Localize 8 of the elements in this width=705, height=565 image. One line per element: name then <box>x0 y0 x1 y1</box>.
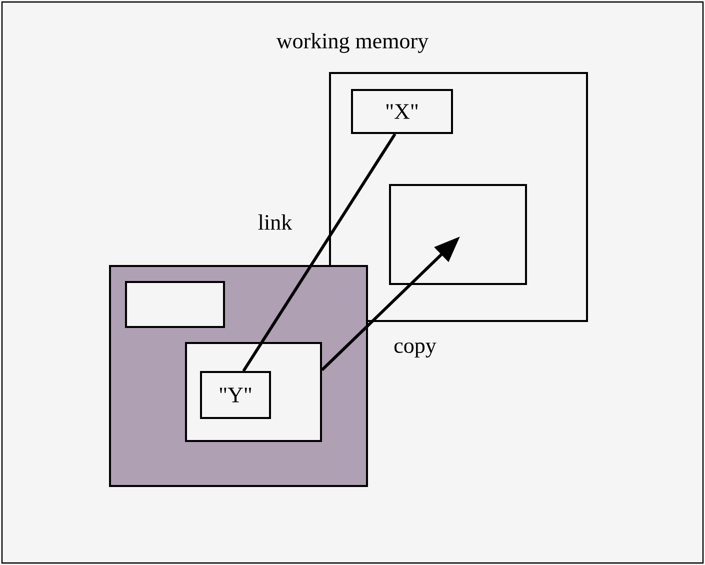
value-box: "Y" <box>200 371 271 419</box>
slot-box <box>125 281 225 328</box>
target-box <box>389 184 527 285</box>
edge-label: copy <box>394 342 436 358</box>
edge-label: link <box>258 214 292 230</box>
title: working memory <box>276 32 428 53</box>
value-box: "X" <box>351 89 453 134</box>
connector-line <box>242 133 396 372</box>
